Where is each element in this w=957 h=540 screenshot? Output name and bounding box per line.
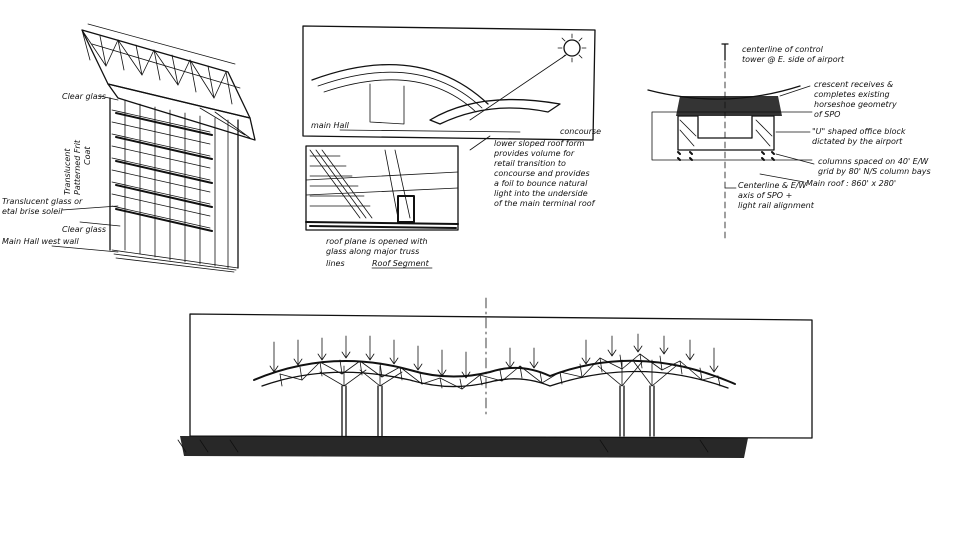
label-crescent-2: completes existing — [814, 90, 890, 99]
label-crescent-4: of SPO — [814, 110, 840, 119]
label-main-roof: Main roof : 860' x 280' — [806, 179, 896, 188]
label-brise-a: Translucent glass or — [2, 197, 83, 206]
note-roof-4: concourse and provides — [494, 169, 590, 178]
label-clear-glass-low: Clear glass — [62, 225, 106, 234]
label-frit-a: Translucent — [63, 148, 72, 195]
label-crescent-1: crescent receives & — [814, 80, 893, 89]
label-frit-b: Patterned Frit — [73, 139, 82, 195]
note-roof-1: lower sloped roof form — [494, 139, 585, 148]
label-office-2: dictated by the airport — [812, 137, 903, 146]
label-columns-2: grid by 80' N/S column bays — [818, 167, 931, 176]
label-columns-1: columns spaced on 40' E/W — [818, 157, 929, 166]
long-section-sketch — [177, 297, 813, 458]
label-tower-2: tower @ E. side of airport — [742, 55, 845, 64]
plan-diagram-sketch: centerline of control tower @ E. side of… — [647, 43, 931, 241]
label-axis-3: light rail alignment — [738, 201, 815, 210]
note-roof-7: of the main terminal roof — [494, 199, 596, 208]
note-roof-plane-2: glass along major truss — [326, 247, 419, 256]
label-main-hall-wall: Main Hall west wall — [2, 237, 80, 246]
label-concourse: concourse — [560, 127, 601, 136]
note-roof-2: provides volume for — [493, 149, 575, 158]
label-axis-1: Centerline & E/W — [738, 181, 807, 190]
facade-perspective-sketch: Clear glass Translucent Patterned Frit C… — [2, 23, 256, 273]
note-roof-3: retail transition to — [494, 159, 566, 168]
label-clear-glass-top: Clear glass — [62, 92, 106, 101]
note-roof-6: light into the underside — [494, 189, 588, 198]
note-roof-5: a foil to bounce natural — [494, 179, 588, 188]
main-hall-section-sketch: main Hall concourse lower sloped roof fo… — [302, 25, 601, 269]
label-tower-1: centerline of control — [742, 45, 824, 54]
note-roof-plane-3: lines — [326, 259, 345, 268]
sun-icon — [563, 39, 581, 57]
label-brise-b: etal brise soleil — [2, 207, 63, 216]
label-frit-c: Coat — [83, 146, 92, 165]
note-roof-plane-1: roof plane is opened with — [326, 237, 428, 246]
label-axis-2: axis of SPO + — [738, 191, 792, 200]
label-office-1: "U" shaped office block — [812, 127, 906, 136]
label-crescent-3: horseshoe geometry — [814, 100, 897, 109]
label-main-hall: main Hall — [311, 121, 350, 130]
label-roof-segment: Roof Segment — [372, 259, 430, 268]
